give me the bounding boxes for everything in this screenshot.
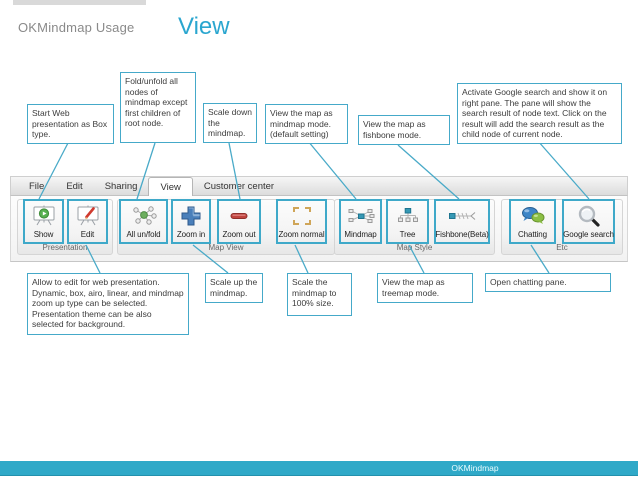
callout-google-search: Activate Google search and show it on ri… xyxy=(457,83,622,144)
zoom-in-plus-icon xyxy=(180,205,202,227)
mindmap-style-button[interactable]: Mindmap xyxy=(339,199,382,244)
callout-mindmap-mode: View the map as mindmap mode. (default s… xyxy=(265,104,348,144)
zoom-in-button[interactable]: Zoom in xyxy=(171,199,211,244)
callout-fishbone-mode: View the map as fishbone mode. xyxy=(358,115,450,145)
callout-fold-unfold: Fold/unfold all nodes of mindmap except … xyxy=(120,72,196,143)
callout-scale-down: Scale down the mindmap. xyxy=(203,103,257,143)
tab-file[interactable]: File xyxy=(29,180,45,192)
callout-scale-100: Scale the mindmap to 100% size. xyxy=(287,273,352,316)
fishbone-diagram-icon xyxy=(447,205,477,227)
chatting-button[interactable]: Chatting xyxy=(509,199,556,244)
page-title: View xyxy=(178,13,230,40)
zoom-out-minus-icon xyxy=(228,205,250,227)
google-search-button[interactable]: Google search xyxy=(562,199,615,244)
breadcrumb: OKMindmap Usage xyxy=(18,20,135,35)
menu-tab-bar: File Edit Sharing View Customer center xyxy=(10,176,628,196)
mindmap-diagram-icon xyxy=(346,205,376,227)
zoom-normal-corners-icon xyxy=(291,205,313,227)
ribbon-toolbar: File Edit Sharing View Customer center P… xyxy=(10,176,628,262)
tree-style-button[interactable]: Tree xyxy=(386,199,429,244)
group-label-etc: Etc xyxy=(556,243,568,252)
magnifier-icon xyxy=(577,205,601,227)
tab-view[interactable]: View xyxy=(148,177,193,196)
show-button[interactable]: Show xyxy=(23,199,64,244)
show-presentation-icon xyxy=(31,205,57,227)
zoom-out-button[interactable]: Zoom out xyxy=(217,199,261,244)
chat-bubbles-icon xyxy=(519,205,547,227)
group-label-map-view: Map View xyxy=(208,243,244,252)
unfold-nodes-icon xyxy=(129,205,159,227)
footer-brand: OKMindmap xyxy=(451,463,499,473)
callout-start-web-presentation: Start Web presentation as Box type. xyxy=(27,104,114,144)
edit-presentation-icon xyxy=(75,205,101,227)
ribbon: Presentation Map View Map Style Etc xyxy=(10,196,628,262)
top-decorative-strip xyxy=(13,0,146,5)
tab-edit[interactable]: Edit xyxy=(66,180,83,192)
zoom-normal-button[interactable]: Zoom normal xyxy=(276,199,327,244)
callout-treemap-mode: View the map as treemap mode. xyxy=(377,273,473,303)
callout-open-chatting: Open chatting pane. xyxy=(485,273,611,292)
tree-diagram-icon xyxy=(395,205,421,227)
tab-customer-center[interactable]: Customer center xyxy=(203,180,275,192)
tab-sharing[interactable]: Sharing xyxy=(104,180,138,192)
group-label-map-style: Map Style xyxy=(396,243,433,252)
footer-bar xyxy=(0,461,638,476)
all-unfold-button[interactable]: All un/fold xyxy=(119,199,168,244)
edit-button[interactable]: Edit xyxy=(67,199,108,244)
fishbone-style-button[interactable]: Fishbone(Beta) xyxy=(434,199,490,244)
callout-edit-presentation: Allow to edit for web presentation. Dyna… xyxy=(27,273,189,335)
group-label-presentation: Presentation xyxy=(42,243,88,252)
callout-scale-up: Scale up the mindmap. xyxy=(205,273,263,303)
